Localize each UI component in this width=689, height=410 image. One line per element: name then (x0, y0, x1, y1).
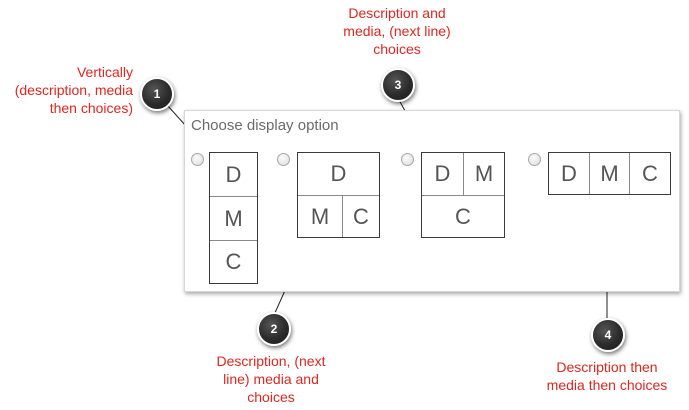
callout-line: Description and (348, 5, 446, 21)
option-vertical-radio[interactable] (191, 153, 204, 166)
callout-line: choices (247, 389, 295, 405)
callout-1-badge: 1 (140, 77, 174, 111)
cell-divider (589, 153, 590, 194)
layout-cell-media: M (224, 205, 243, 231)
callout-line: media, (next line) (343, 23, 451, 39)
option-horizontal-radio[interactable] (528, 153, 541, 166)
callout-2-text: Description, (next line) media and choic… (196, 352, 346, 406)
layout-cell-choices: C (642, 160, 658, 186)
option-vertical-layout[interactable]: D M C (209, 152, 258, 284)
layout-cell-description: D (225, 161, 242, 187)
layout-cell-description: D (561, 160, 577, 186)
callout-3-badge: 3 (381, 68, 415, 102)
callout-line: line) media and (223, 371, 319, 387)
cell-divider (463, 153, 464, 195)
layout-cell-choices: C (455, 203, 471, 229)
callout-1-text: Vertically (description, media then choi… (15, 63, 133, 117)
option-description-media-then-choices-radio[interactable] (401, 153, 414, 166)
cell-divider (342, 196, 343, 237)
callout-line: (description, media (14, 82, 133, 98)
cell-divider (629, 153, 630, 194)
layout-cell-description: D (434, 161, 451, 186)
option-description-media-then-choices-layout[interactable]: D M C (421, 152, 505, 238)
callout-2-badge: 2 (257, 312, 291, 346)
cell-divider (210, 240, 257, 241)
layout-cell-choices: C (353, 203, 369, 229)
panel-title: Choose display option (191, 117, 339, 134)
callout-3-text: Description and media, (next line) choic… (322, 4, 472, 58)
callout-line: Description then (556, 359, 658, 375)
callout-line: Description, (next (216, 353, 326, 369)
callout-4-text: Description then media then choices (532, 358, 682, 394)
layout-cell-media: M (310, 203, 330, 229)
layout-cell-media: M (600, 160, 619, 186)
layout-cell-media: M (474, 161, 494, 186)
callout-line: media then choices (546, 377, 668, 393)
callout-line: then choices) (49, 100, 133, 116)
callout-4-badge: 4 (591, 318, 625, 352)
option-description-then-media-choices-layout[interactable]: D M C (297, 152, 380, 238)
cell-divider (210, 196, 257, 197)
option-description-then-media-choices-radio[interactable] (277, 153, 290, 166)
callout-line: choices (373, 41, 421, 57)
cell-divider (298, 195, 379, 196)
layout-cell-choices: C (225, 249, 242, 274)
callout-line: Vertically (76, 64, 133, 80)
cell-divider (422, 195, 504, 196)
option-horizontal-layout[interactable]: D M C (548, 152, 671, 195)
layout-cell-description: D (330, 161, 347, 186)
